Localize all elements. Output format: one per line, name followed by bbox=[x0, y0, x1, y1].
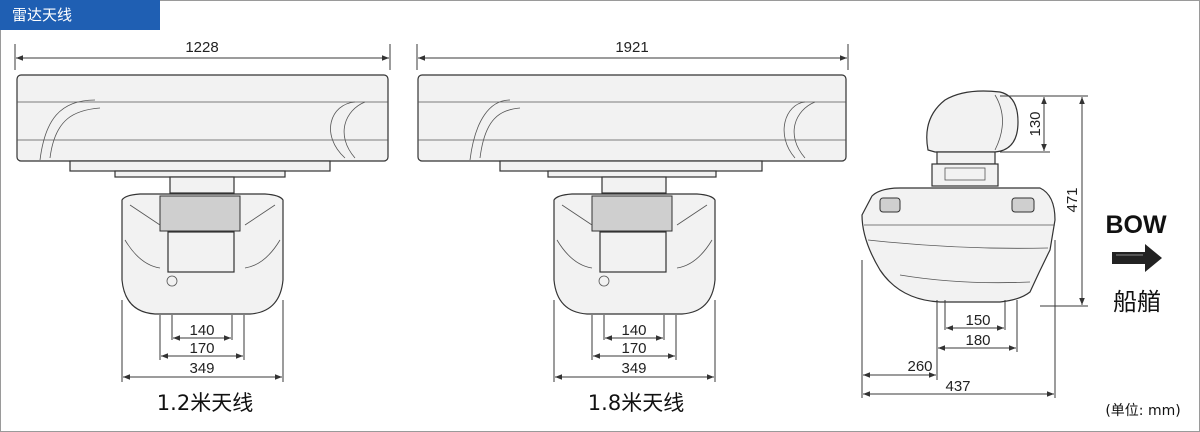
antenna-1-8-dim-170: 170 bbox=[621, 340, 646, 357]
antenna-1-2-caption: 1.2米天线 bbox=[157, 391, 253, 415]
side-view-dim-180: 180 bbox=[965, 332, 990, 349]
side-view-dim-437: 437 bbox=[945, 378, 970, 395]
antenna-1-2-dim-349: 349 bbox=[189, 360, 214, 377]
side-view-height-top: 130 bbox=[1027, 111, 1044, 136]
antenna-1-8-caption: 1.8米天线 bbox=[588, 391, 684, 415]
antenna-1-2-drawing bbox=[14, 44, 391, 382]
antenna-1-8-dim-140: 140 bbox=[621, 322, 646, 339]
section-tab[interactable]: 雷达天线 bbox=[0, 0, 160, 30]
side-view-dim-260: 260 bbox=[907, 358, 932, 375]
bow-arrow-icon bbox=[1112, 244, 1162, 272]
side-view-drawing bbox=[861, 90, 1088, 398]
side-view-height-total: 471 bbox=[1064, 187, 1081, 212]
antenna-1-2-dim-140: 140 bbox=[189, 322, 214, 339]
unit-note: (单位: mm) bbox=[1105, 403, 1180, 419]
antenna-1-2-width-label: 1228 bbox=[185, 39, 218, 56]
side-view-dim-150: 150 bbox=[965, 312, 990, 329]
antenna-1-8-width-label: 1921 bbox=[615, 39, 648, 56]
bow-label: BOW bbox=[1105, 211, 1167, 239]
antenna-1-8-drawing bbox=[416, 44, 849, 382]
bow-label-cn: 船艏 bbox=[1113, 288, 1161, 316]
antenna-1-8-dim-349: 349 bbox=[621, 360, 646, 377]
antenna-1-2-dim-170: 170 bbox=[189, 340, 214, 357]
